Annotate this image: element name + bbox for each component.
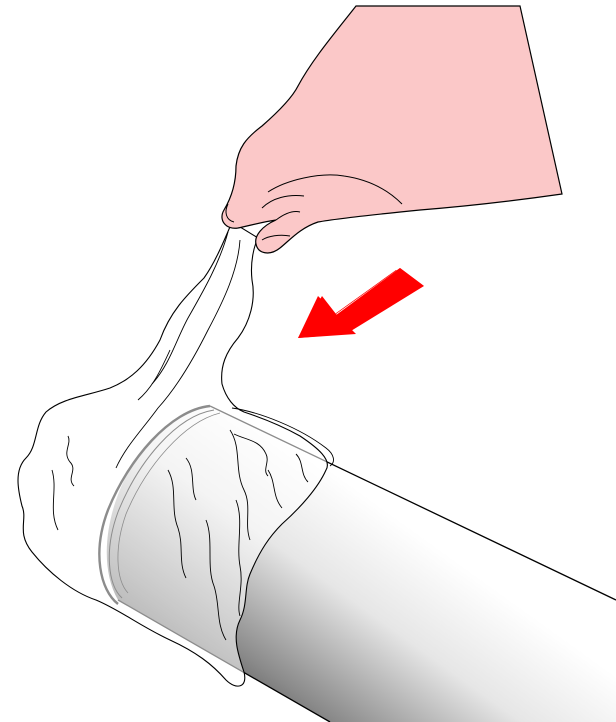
hand-shape	[222, 6, 562, 253]
hand-icon	[222, 6, 562, 253]
direction-arrow-icon	[298, 268, 424, 338]
